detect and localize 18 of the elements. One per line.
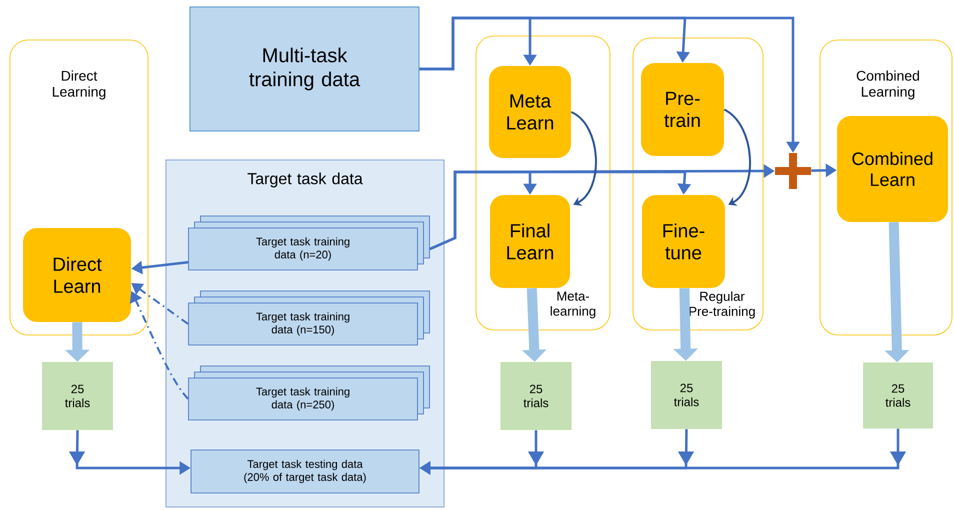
process-box: Final Learn <box>490 195 570 288</box>
plus-symbol <box>775 153 811 189</box>
data-stack: Target task training data (n=250) <box>188 366 430 420</box>
process-box: Direct Learn <box>23 228 131 322</box>
result-box: 25 trials <box>500 362 572 430</box>
result-box: 25 trials <box>863 362 933 428</box>
result-box: 25 trials <box>42 362 113 430</box>
data-box: Target task testing data (20% of target task data) <box>190 450 420 494</box>
process-box: Pre- train <box>641 63 724 156</box>
arrow <box>724 108 751 206</box>
process-box: Fine- tune <box>642 195 725 288</box>
process-box: Combined Learn <box>837 116 948 222</box>
arrow <box>570 111 597 206</box>
data-box: Multi-task training data <box>190 6 420 132</box>
data-stack: Target task training data (n=150) <box>188 290 430 346</box>
data-stack: Target task training data (n=20) <box>188 216 430 270</box>
result-box: 25 trials <box>651 361 722 429</box>
process-box: Meta Learn <box>489 66 571 158</box>
